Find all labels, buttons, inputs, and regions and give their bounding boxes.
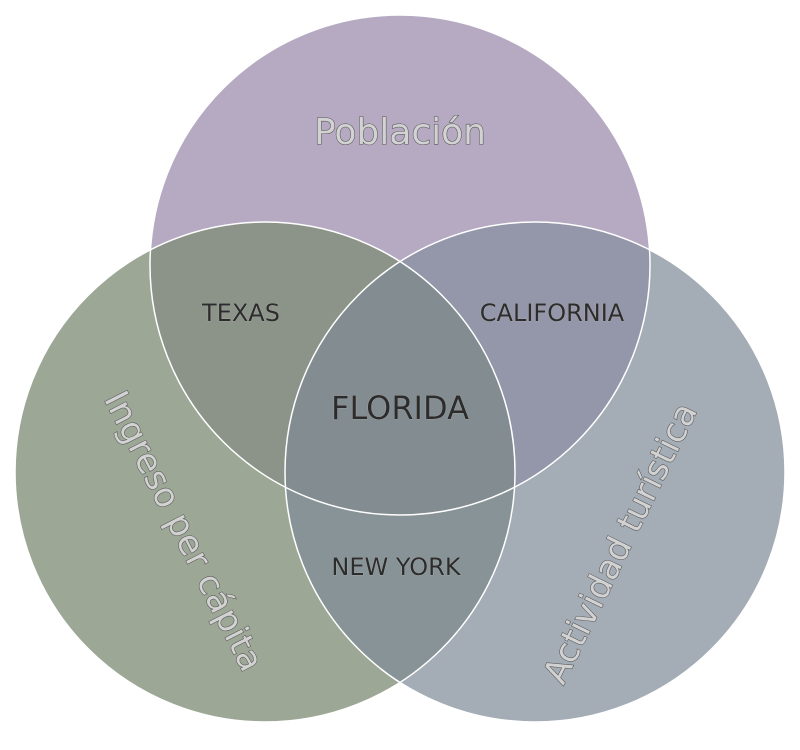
- label-poblacion: Población: [314, 112, 486, 153]
- circle-outlines: [14, 14, 786, 723]
- region-florida: [285, 222, 515, 515]
- label-california: CALIFORNIA: [480, 299, 625, 327]
- label-texas: TEXAS: [201, 299, 280, 327]
- label-new-york: NEW YORK: [331, 553, 461, 581]
- label-florida: FLORIDA: [331, 389, 469, 427]
